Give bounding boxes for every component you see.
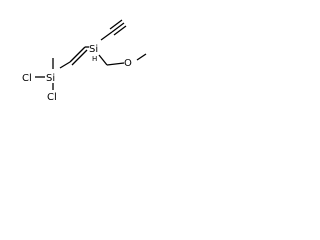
- bond-si2-ethynyl: [100, 31, 113, 41]
- bond-si2-ch2: [98, 54, 108, 66]
- bond-o-methyl: [136, 53, 147, 61]
- atom-o1-label: O: [124, 58, 132, 69]
- bond-vinyl-double-a: [69, 46, 86, 63]
- bond-triple-a: [111, 22, 125, 33]
- molecule-structure: Si Cl Cl Si H O: [0, 0, 172, 116]
- atom-cl2-label: Cl: [47, 92, 57, 103]
- bond-triple-b: [109, 19, 123, 30]
- bond-si1-vinyl: [59, 61, 71, 69]
- atom-si2-label: Si: [89, 44, 98, 55]
- bond-vinyl-double-b: [71, 49, 88, 66]
- structure-canvas: Si Cl Cl Si H O: [22, 19, 147, 103]
- atom-si2-h-label: H: [92, 55, 97, 63]
- atom-si1-label: Si: [46, 73, 55, 84]
- bond-ch2-o: [106, 62, 125, 66]
- bond-triple-c: [113, 25, 127, 36]
- atom-cl1-label: Cl: [22, 73, 32, 84]
